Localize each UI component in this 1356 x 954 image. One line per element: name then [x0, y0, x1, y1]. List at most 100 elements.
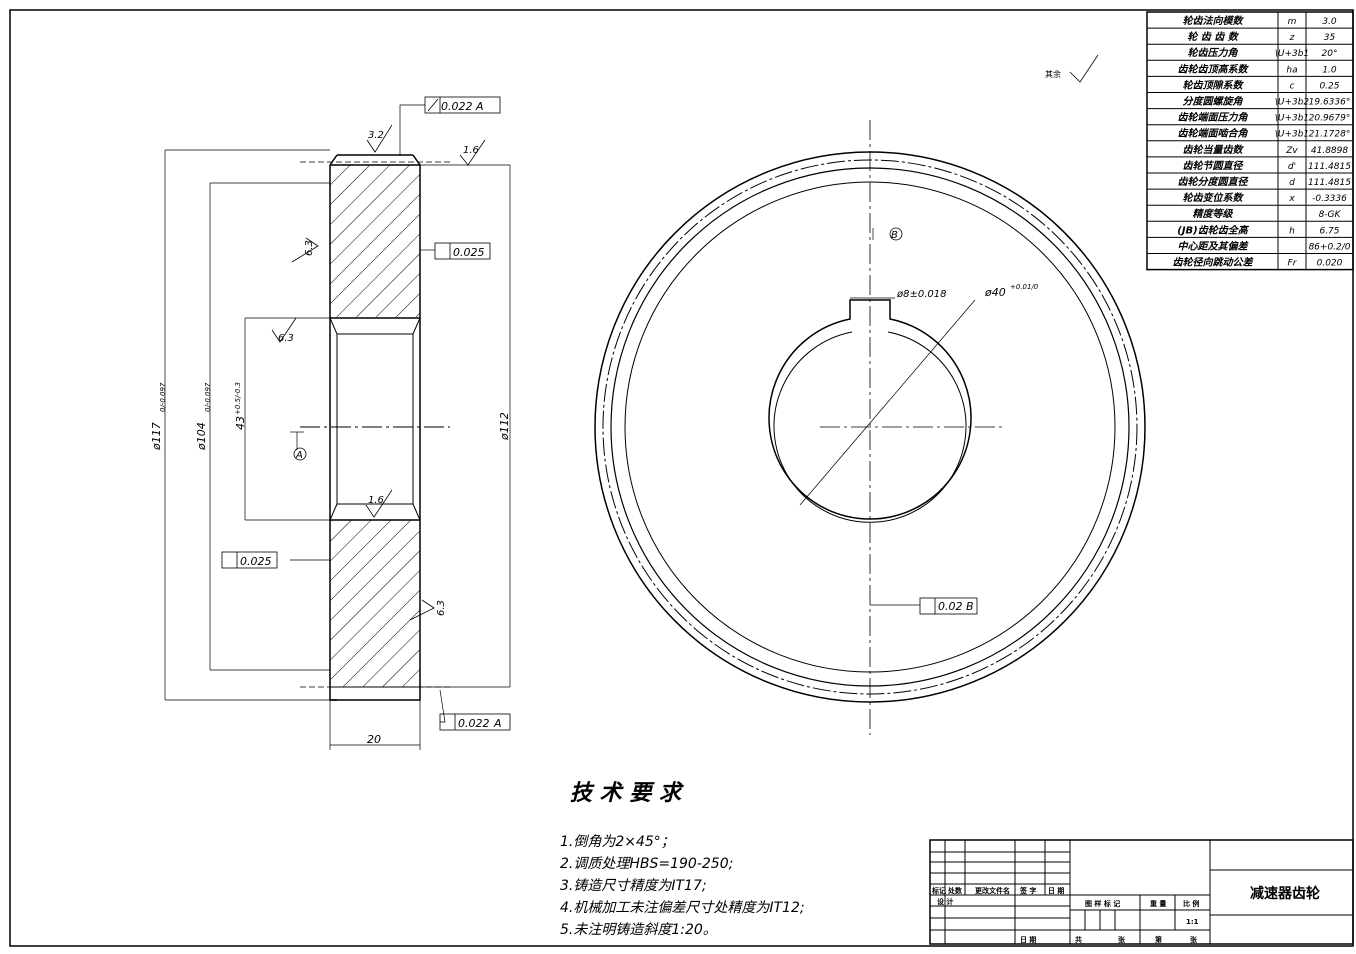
tb-mark: 标记	[931, 886, 946, 895]
front-view	[594, 120, 1146, 735]
param-symbol: h	[1289, 226, 1295, 236]
tb-num: 第	[1155, 935, 1162, 944]
roughness-other-label: 其余	[1045, 69, 1061, 79]
param-symbol: m	[1288, 17, 1297, 27]
param-value: 19.6336°	[1309, 98, 1351, 108]
param-value: 8-GK	[1319, 210, 1342, 220]
param-name: 齿轮端面啮合角	[1178, 128, 1249, 140]
tolerance-frames	[221, 96, 978, 731]
tb-scale-header: 比 例	[1183, 899, 1199, 908]
dim-keyway-43: 43	[234, 416, 247, 430]
dim-od-117: ø117	[150, 422, 163, 451]
dim-bore-40-tol: +0.01/0	[1010, 283, 1039, 291]
param-name: 中心距及其偏差	[1178, 240, 1250, 252]
flat-tol-value: 0.02	[938, 600, 963, 613]
drawing-frame	[9, 9, 1354, 947]
param-symbol: \U+3b1	[1275, 114, 1309, 124]
param-symbol: Zv	[1285, 146, 1298, 156]
tb-sign: 签 字	[1019, 886, 1036, 895]
datum-a: A	[295, 450, 303, 461]
param-value: 1.0	[1322, 65, 1337, 75]
tb-scale: 1:1	[1186, 918, 1199, 926]
dim-keyway-43-tol: +0.5/-0.3	[234, 382, 242, 415]
param-value: 20°	[1322, 49, 1338, 59]
param-value: 111.4815	[1308, 162, 1351, 172]
tb-sheet-2: 张	[1190, 935, 1198, 944]
tb-designer: 设 计	[937, 897, 953, 906]
flat-tol-datum: B	[966, 600, 974, 613]
tech-item-4: 4.机械加工未注偏差尺寸处精度为IT12;	[560, 900, 805, 916]
param-symbol: z	[1289, 33, 1295, 43]
tol-top-value: 0.022	[441, 100, 473, 113]
tb-date-2: 日 期	[1020, 935, 1036, 944]
param-symbol: ha	[1286, 65, 1297, 75]
tb-weight: 重 量	[1150, 899, 1166, 908]
tech-item-3: 3.铸造尺寸精度为IT17;	[560, 878, 707, 894]
param-symbol: d'	[1288, 162, 1296, 172]
param-name: 轮齿变位系数	[1183, 192, 1245, 204]
param-name: 齿轮节圆直径	[1183, 160, 1245, 172]
roughness-6.3-face: 6.3	[304, 240, 315, 256]
param-name: 轮 齿 齿 数	[1187, 31, 1239, 43]
dim-width-20: 20	[367, 733, 381, 746]
datum-b: B	[891, 230, 898, 241]
param-value: -0.3336	[1312, 194, 1347, 204]
tol-top-datum: A	[475, 100, 484, 113]
param-symbol: \U+3b1	[1275, 130, 1309, 140]
param-value: 0.25	[1319, 81, 1339, 91]
dim-bore-40: ø40	[984, 286, 1006, 299]
param-name: (JB)齿轮齿全高	[1177, 224, 1249, 236]
dim-112: ø112	[498, 412, 511, 441]
tb-stage: 图 样 标 记	[1085, 899, 1120, 908]
param-name: 齿轮端面压力角	[1178, 112, 1249, 124]
tol-bottom-value: 0.022	[458, 717, 490, 730]
param-symbol: \U+3b2	[1275, 98, 1310, 108]
param-value: 86+0.2/0	[1308, 242, 1350, 252]
param-symbol: Fr	[1288, 259, 1298, 269]
dim-root-104: ø104	[195, 422, 208, 451]
roughness-3.2: 3.2	[368, 130, 384, 141]
dim-root-104-tol: 0/-0.097	[204, 382, 212, 412]
param-value: 41.8898	[1311, 146, 1348, 156]
tech-item-1: 1.倒角为2×45°；	[560, 834, 675, 850]
tol-right-value: 0.025	[453, 246, 485, 259]
param-value: 3.0	[1322, 17, 1337, 27]
param-value: 35	[1324, 33, 1336, 43]
param-name: 齿轮分度圆直径	[1178, 176, 1250, 188]
tb-sheet: 张	[1118, 935, 1126, 944]
dim-od-117-tol: 0/-0.097	[159, 382, 167, 412]
tol-left-value: 0.025	[240, 555, 272, 568]
tech-item-2: 2.调质处理HBS=190-250;	[560, 856, 733, 872]
param-name: 齿轮齿顶高系数	[1178, 63, 1250, 75]
param-value: 6.75	[1319, 226, 1339, 236]
param-name: 齿轮当量齿数	[1183, 144, 1245, 156]
tb-date: 日 期	[1048, 886, 1064, 895]
tech-title: 技 术 要 求	[570, 781, 684, 806]
param-value: 21.1728°	[1309, 130, 1351, 140]
tb-total: 共	[1075, 935, 1082, 944]
param-name: 分度圆螺旋角	[1183, 96, 1244, 108]
param-name: 轮齿压力角	[1188, 47, 1239, 59]
roughness-6.3-keyway: 6.3	[278, 333, 294, 344]
tb-part-name: 减速器齿轮	[1250, 885, 1320, 902]
tb-doc: 更改文件名	[975, 886, 1010, 895]
param-symbol: d	[1289, 178, 1295, 188]
tb-count: 处数	[947, 886, 963, 895]
param-name: 齿轮径向跳动公差	[1173, 257, 1255, 269]
tol-bottom-datum: A	[493, 717, 502, 730]
param-name: 精度等级	[1193, 208, 1234, 220]
section-view	[164, 104, 511, 750]
param-value: 111.4815	[1308, 178, 1351, 188]
roughness-symbols	[271, 54, 1099, 621]
param-symbol: \U+3b1	[1275, 49, 1309, 59]
roughness-1.6-bore: 1.6	[368, 495, 384, 506]
dim-keyway-width: ø8±0.018	[896, 289, 947, 300]
gear-parameter-table	[1146, 11, 1354, 271]
param-value: 20.9679°	[1309, 114, 1351, 124]
param-name: 轮齿顶隙系数	[1183, 79, 1245, 91]
title-block-grid	[929, 839, 1354, 945]
param-value: 0.020	[1317, 259, 1343, 269]
roughness-1.6-top: 1.6	[463, 145, 479, 156]
